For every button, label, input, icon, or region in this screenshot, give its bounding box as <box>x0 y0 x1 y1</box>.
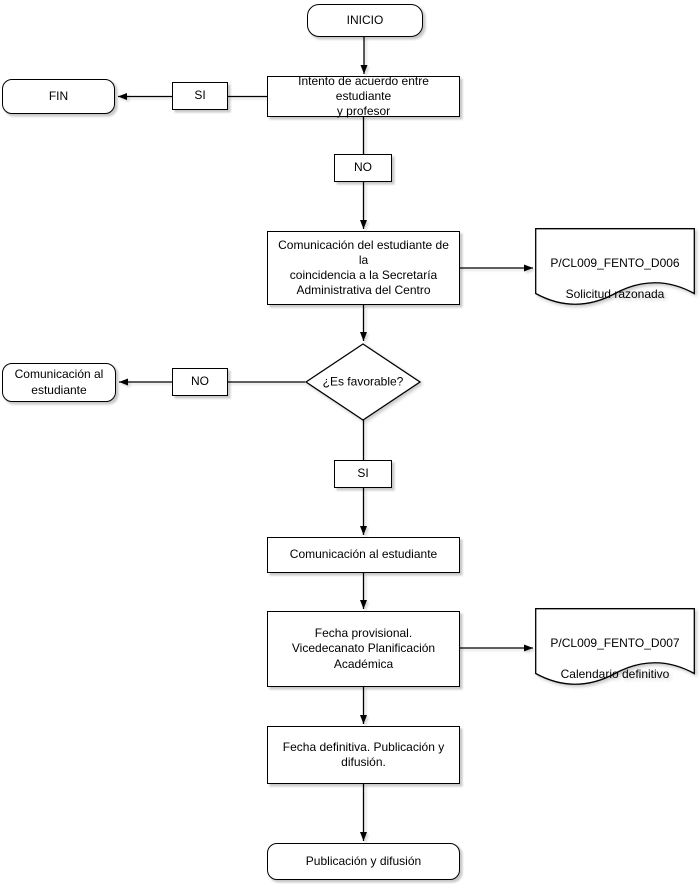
decision-favorable-node: ¿Es favorable? <box>304 343 422 421</box>
attempt-agreement-node: Intento de acuerdo entre estudiante y pr… <box>267 74 460 118</box>
definitive-date-node: Fecha definitiva. Publicación y difusión… <box>267 726 460 784</box>
document-code: P/CL009_FENTO_D007 <box>550 636 680 651</box>
communication-secretary-node: Comunicación del estudiante de la coinci… <box>267 231 460 305</box>
decision-label: ¿Es favorable? <box>322 374 404 389</box>
communication-student-terminator-node: Comunicación al estudiante <box>2 363 116 402</box>
communication-student-node: Comunicación al estudiante <box>267 537 460 573</box>
document-d007-node: P/CL009_FENTO_D007 Calendario definitivo <box>535 608 695 700</box>
provisional-date-node: Fecha provisional. Vicedecanato Planific… <box>267 611 460 687</box>
label-si-2: SI <box>334 460 392 488</box>
label-si-1: SI <box>172 82 228 110</box>
start-node: INICIO <box>307 4 423 37</box>
label-no-2: NO <box>172 368 228 396</box>
document-name: Solicitud razonada <box>565 286 665 301</box>
document-d006-node: P/CL009_FENTO_D006 Solicitud razonada <box>535 228 695 320</box>
document-name: Calendario definitivo <box>560 666 670 681</box>
publication-node: Publicación y difusión <box>267 843 460 880</box>
document-code: P/CL009_FENTO_D006 <box>550 256 680 271</box>
label-no-1: NO <box>334 154 392 182</box>
document-shape <box>535 228 695 305</box>
diamond-shape <box>304 343 422 421</box>
end-node: FIN <box>2 79 115 114</box>
document-shape <box>535 608 695 685</box>
